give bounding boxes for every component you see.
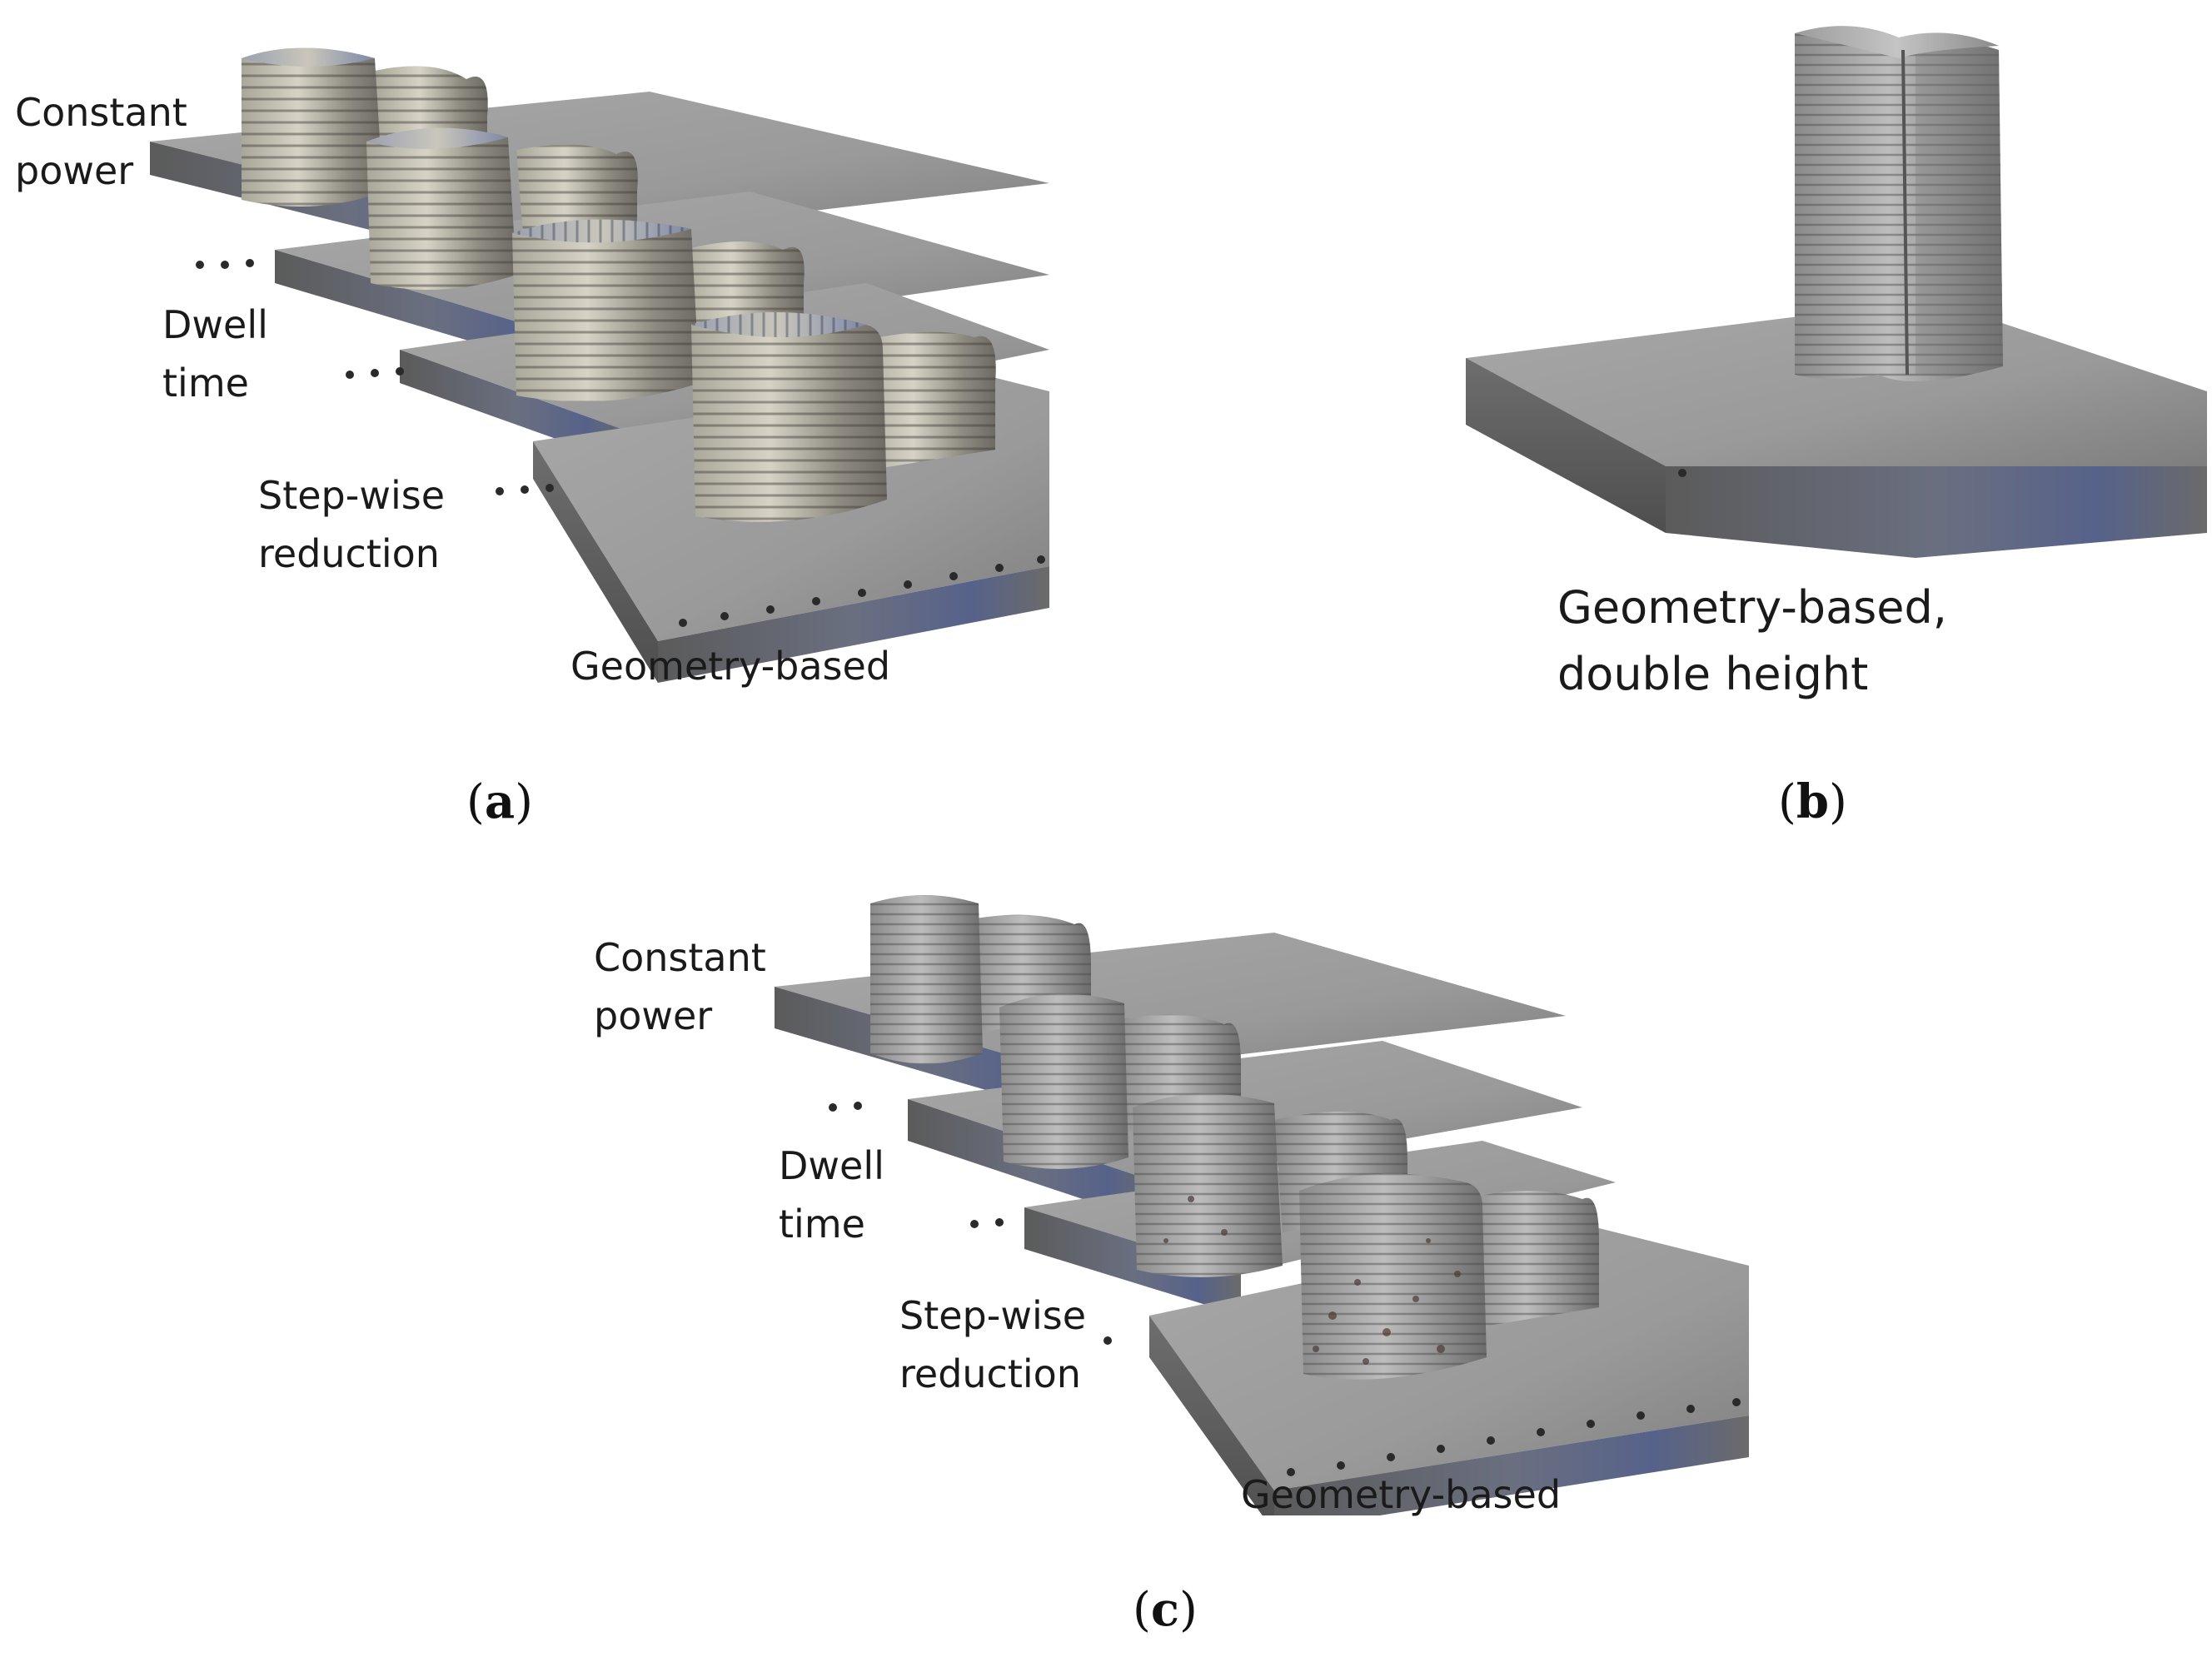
label-step-wise-c: Step-wise reduction bbox=[899, 1293, 1087, 1396]
label-geometry-based-a: Geometry-based bbox=[570, 644, 891, 689]
caption-b: (b) bbox=[1778, 774, 1847, 829]
panel-a-photo bbox=[150, 47, 1049, 683]
panel-b-photo bbox=[1466, 26, 2207, 558]
caption-c: (c) bbox=[1133, 1582, 1198, 1637]
block-geometry-based-a bbox=[691, 312, 996, 522]
label-dwell-time-c: Dwell time bbox=[779, 1143, 884, 1246]
panel-a: Constant power Dwell time Step-wise redu… bbox=[0, 0, 1083, 849]
caption-a: (a) bbox=[466, 774, 534, 829]
plate-holes bbox=[196, 259, 1045, 627]
label-geometry-based-c: Geometry-based bbox=[1241, 1472, 1562, 1517]
label-constant-power-c: Constant power bbox=[594, 935, 766, 1038]
spatter-marks bbox=[1163, 1196, 1461, 1365]
block-geometry-based-c bbox=[1163, 1173, 1599, 1380]
label-geometry-based-double-height: Geometry-based, double height bbox=[1557, 581, 1947, 700]
panel-b: Geometry-based, double height (b) bbox=[1416, 0, 2212, 849]
label-dwell-time-a: Dwell time bbox=[162, 302, 268, 406]
label-step-wise-a: Step-wise reduction bbox=[258, 473, 446, 576]
panel-c: Constant power Dwell time Step-wise redu… bbox=[583, 849, 1832, 1662]
panel-c-photo bbox=[775, 895, 1749, 1515]
label-constant-power-a: Constant power bbox=[15, 90, 187, 193]
block-step-wise-c bbox=[1133, 1093, 1407, 1277]
plate-holes bbox=[829, 1102, 1741, 1476]
